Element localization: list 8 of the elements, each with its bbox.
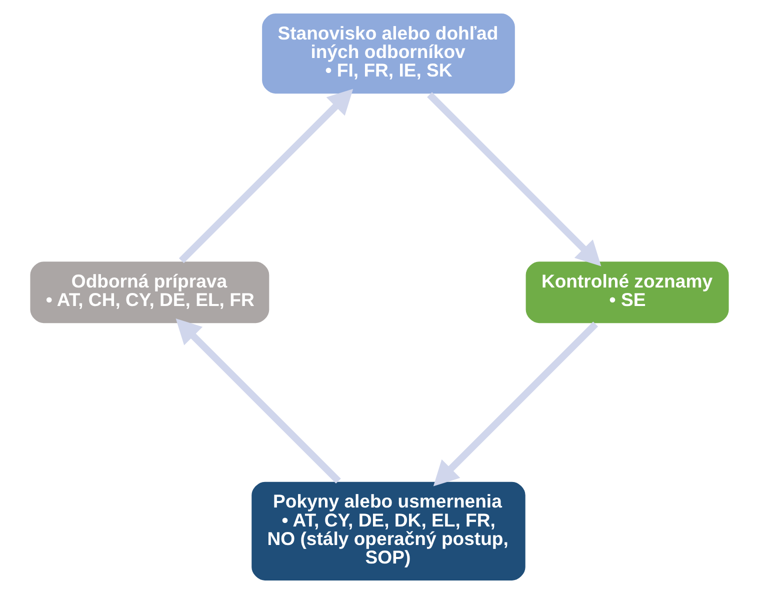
arrow <box>178 88 354 264</box>
node-box: Odborná príprava • AT, CH, CY, DE, EL, FR <box>29 260 270 324</box>
node-box: Pokyny alebo usmernenia • AT, CY, DE, DK, EL, FR, NO (stály operačný postup, SOP) <box>250 480 526 582</box>
node-box: Kontrolné zoznamy • SE <box>524 260 730 324</box>
arrow <box>433 322 598 486</box>
node-box: Stanovisko alebo dohľad iných odborníkov • FI, FR, IE, SK <box>260 12 516 95</box>
arrow <box>427 92 602 266</box>
arrow <box>176 318 341 484</box>
